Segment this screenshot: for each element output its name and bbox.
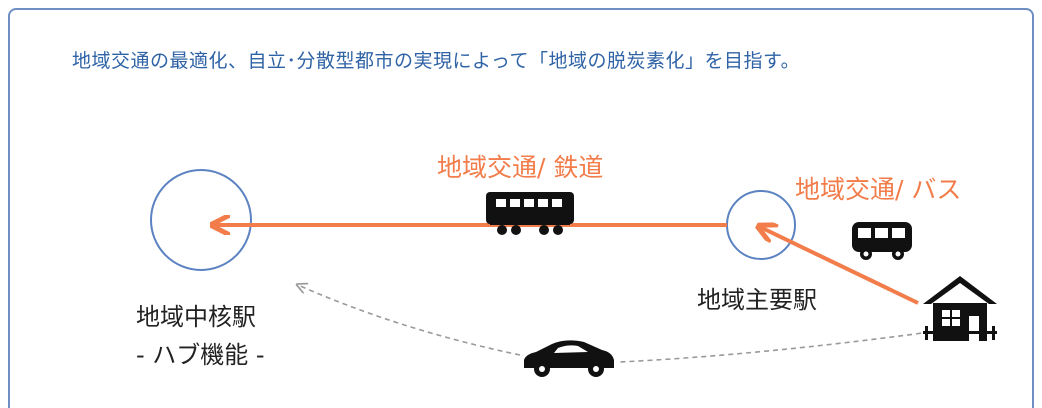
bus-arrow xyxy=(760,227,919,305)
main-station-label: 地域主要駅 xyxy=(697,286,817,314)
headline: 地域交通の最適化、自立･分散型都市の実現によって「地域の脱炭素化」を目指す。 xyxy=(72,50,801,72)
car-icon xyxy=(524,340,614,377)
main-station-circle xyxy=(726,190,796,260)
car-route-dashed-to-hub xyxy=(298,285,521,356)
car-route-dashed xyxy=(619,331,931,363)
diagram-frame xyxy=(8,8,1034,408)
hub-station-function: - ハブ機能 - xyxy=(136,341,265,369)
hub-station-label: 地域中核駅 - ハブ機能 - xyxy=(136,298,265,374)
bus-icon xyxy=(852,222,912,260)
flow-diagram xyxy=(150,169,997,377)
house-icon xyxy=(923,276,997,341)
train-icon xyxy=(486,192,574,235)
hub-station-name: 地域中核駅 xyxy=(136,303,256,331)
rail-label: 地域交通/ 鉄道 xyxy=(437,153,604,182)
bus-label: 地域交通/ バス xyxy=(795,175,962,204)
hub-station-circle xyxy=(150,169,252,271)
